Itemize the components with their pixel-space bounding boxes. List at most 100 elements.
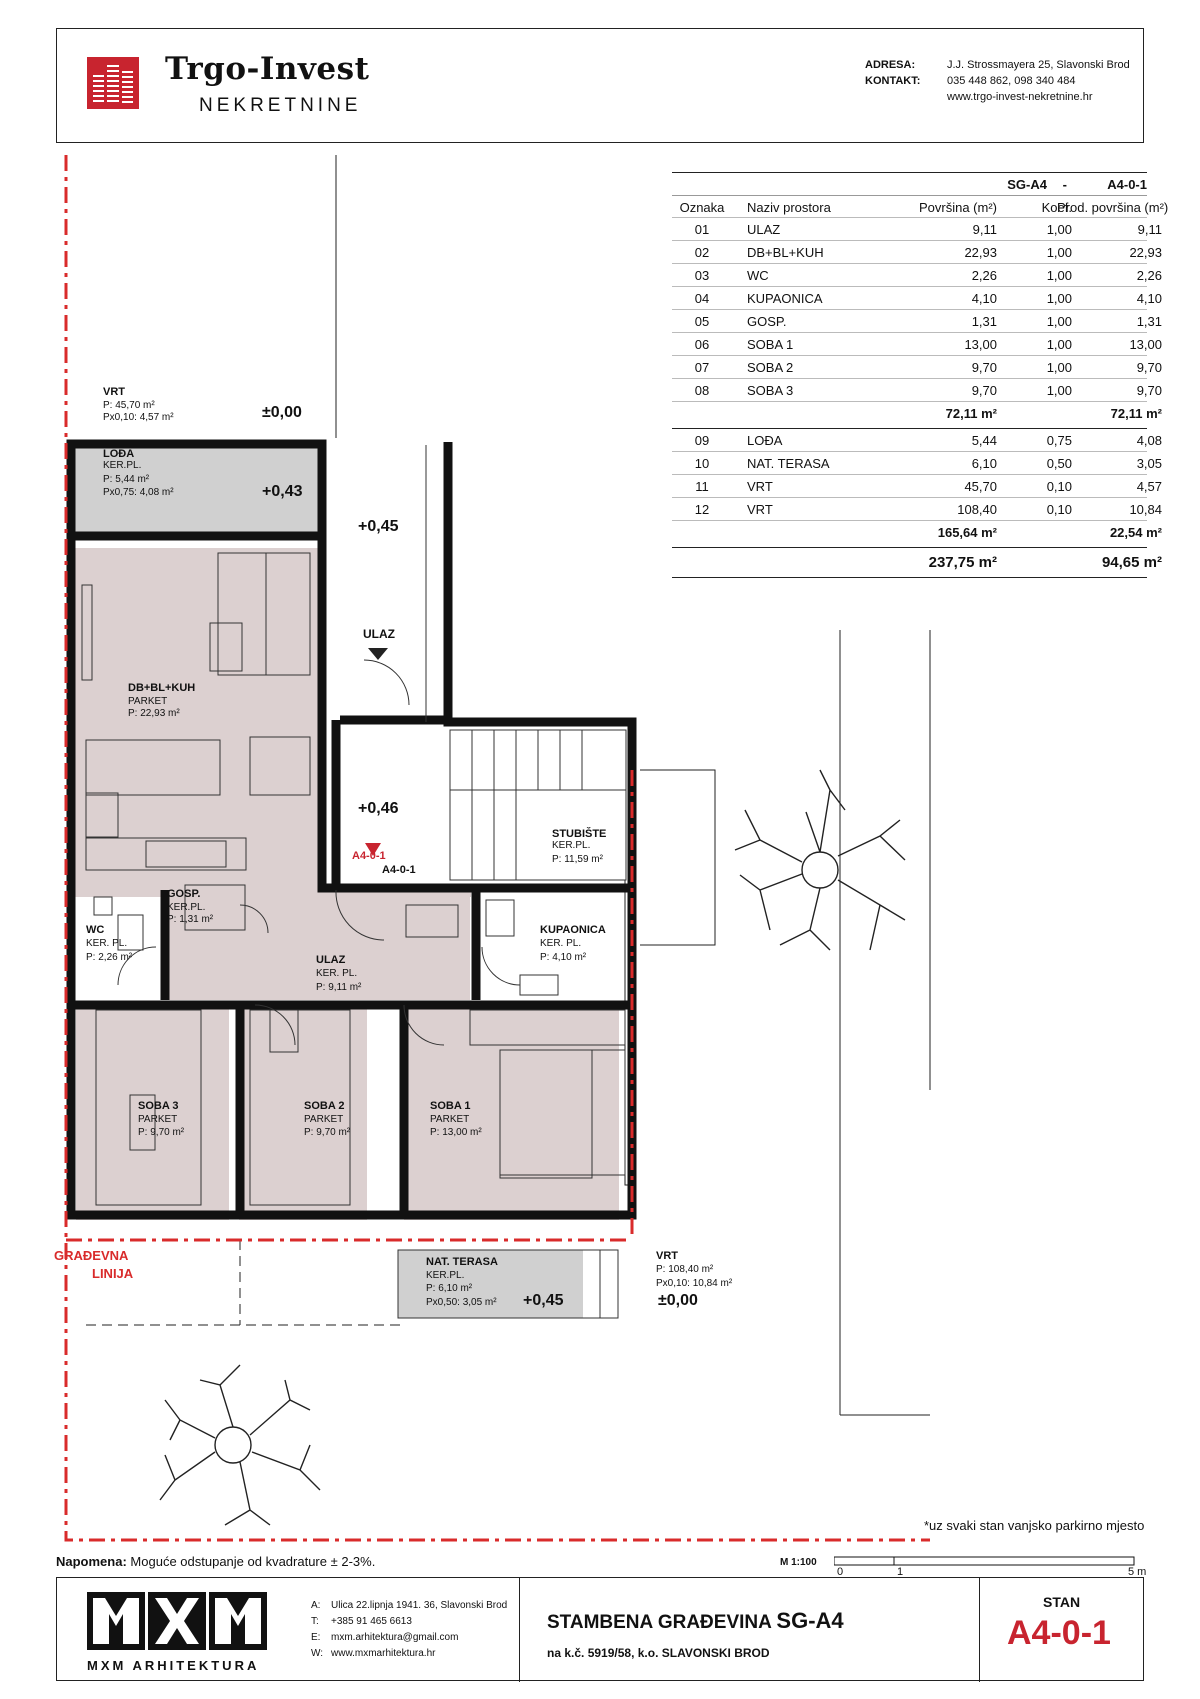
hall-label: ULAZ — [316, 954, 346, 966]
parcel-info: na k.č. 5919/58, k.o. SLAVONSKI BROD — [547, 1646, 770, 1660]
stan-label: STAN — [1043, 1594, 1081, 1610]
hall-floor: KER. PL. — [316, 968, 358, 979]
stairs-label: STUBIŠTE — [552, 828, 607, 840]
cell-name: SOBA 2 — [747, 360, 794, 375]
hall-area: P: 9,11 m² — [316, 982, 362, 993]
total-row: 237,75 m² 94,65 m² — [672, 548, 1162, 578]
vrt-right-level: ±0,00 — [658, 1292, 698, 1309]
cell-code: 10 — [694, 456, 710, 471]
soba3-label: SOBA 3 — [138, 1100, 179, 1112]
vrt-top-level: ±0,00 — [262, 404, 302, 421]
area-table: SG-A4 - A4-0-1 Oznaka Naziv prostora Pov… — [672, 172, 1168, 578]
tel-prefix: T: — [311, 1616, 319, 1627]
brand-subtitle: NEKRETNINE — [199, 95, 362, 116]
soba1-area: P: 13,00 m² — [430, 1127, 482, 1138]
soba2-floor: PARKET — [304, 1114, 344, 1125]
loda-floor: KER.PL. — [103, 460, 142, 471]
email-prefix: E: — [311, 1632, 321, 1643]
col-header-coef: Koef. — [1041, 200, 1072, 215]
tree-icon — [734, 769, 906, 951]
table-title: SG-A4 - A4-0-1 — [672, 172, 1147, 195]
cell-coef: 1,00 — [1046, 314, 1072, 329]
total-area: 237,75 m² — [928, 554, 997, 571]
cell-code: 03 — [694, 268, 710, 283]
cell-area: 9,70 — [971, 360, 997, 375]
gosp-label: GOSP. — [167, 888, 201, 900]
bath-area: P: 4,10 m² — [540, 952, 587, 963]
cell-name: LOĐA — [747, 433, 783, 448]
cell-area: 108,40 — [957, 502, 997, 517]
soba3-floor: PARKET — [138, 1114, 178, 1125]
cell-code: 11 — [695, 479, 709, 494]
cell-area: 2,26 — [971, 268, 997, 283]
living-area: P: 22,93 m² — [128, 708, 180, 719]
bath-label: KUPAONICA — [540, 924, 606, 936]
gosp-floor: KER.PL. — [167, 902, 206, 913]
cell-weighted: 9,70 — [1136, 360, 1162, 375]
vrt-top-area: P: 45,70 m² — [103, 400, 155, 411]
cell-coef: 1,00 — [1046, 245, 1072, 260]
building-line-label-2: LINIJA — [92, 1266, 134, 1281]
building-code: SG-A4 — [776, 1608, 844, 1633]
cell-coef: 1,00 — [1046, 222, 1072, 237]
cell-weighted: 4,57 — [1136, 479, 1162, 494]
cell-name: NAT. TERASA — [747, 456, 830, 471]
col-header-name: Naziv prostora — [747, 200, 831, 215]
scale-tick-0: 0 — [837, 1566, 844, 1578]
cell-weighted: 2,26 — [1136, 268, 1162, 283]
loda-label: LOĐA — [103, 448, 135, 460]
footer-divider — [519, 1578, 520, 1682]
bath-floor: KER. PL. — [540, 938, 582, 949]
scale-tick-5: 5 m — [1128, 1566, 1147, 1578]
building-title: STAMBENA GRAĐEVINA SG-A4 — [547, 1608, 844, 1634]
cell-coef: 0,50 — [1046, 456, 1072, 471]
gosp-area: P: 1,31 m² — [167, 914, 214, 925]
cell-name: DB+BL+KUH — [747, 245, 824, 260]
table-header-row: Oznaka Naziv prostora Površina (m²) Koef… — [672, 195, 1168, 218]
cell-code: 09 — [694, 433, 710, 448]
contact-phones: 035 448 862, 098 340 484 — [947, 75, 1076, 87]
cell-code: 01 — [694, 222, 710, 237]
terrace-label: NAT. TERASA — [426, 1256, 498, 1268]
cell-weighted: 9,70 — [1136, 383, 1162, 398]
table-title-separator: - — [1062, 177, 1067, 192]
cell-code: 06 — [694, 337, 710, 352]
terrace-weighted: Px0,50: 3,05 m² — [426, 1297, 497, 1308]
soba2-area: P: 9,70 m² — [304, 1127, 351, 1138]
cell-code: 08 — [694, 383, 710, 398]
cell-area: 9,11 — [972, 222, 997, 237]
total-weighted: 94,65 m² — [1101, 554, 1162, 571]
loda-area: P: 5,44 m² — [103, 474, 150, 485]
building-logo-icon — [87, 57, 139, 109]
architect-name: MXM ARHITEKTURA — [87, 1658, 260, 1673]
cell-name: KUPAONICA — [747, 291, 823, 306]
plot-boundary-line — [64, 155, 930, 1542]
cell-coef: 1,00 — [1046, 383, 1072, 398]
cell-coef: 0,75 — [1046, 433, 1072, 448]
web-prefix: W: — [311, 1648, 324, 1659]
loda-level: +0,43 — [262, 483, 303, 500]
building-title-text: STAMBENA GRAĐEVINA — [547, 1612, 772, 1633]
vrt-top-label: VRT — [103, 386, 125, 398]
wc-label: WC — [86, 924, 105, 936]
cell-weighted: 1,31 — [1136, 314, 1162, 329]
cell-name: VRT — [747, 479, 773, 494]
cell-name: WC — [747, 268, 769, 283]
scale-tick-1: 1 — [897, 1566, 904, 1578]
floor-plan — [64, 155, 931, 1542]
disclaimer: Napomena: Moguće odstupanje od kvadratur… — [56, 1554, 375, 1569]
scale-label: M 1:100 — [780, 1557, 817, 1568]
header-box: Trgo-Invest NEKRETNINE ADRESA: KONTAKT: … — [56, 28, 1144, 143]
landing-level: +0,46 — [358, 800, 399, 817]
terrace-floor: KER.PL. — [426, 1270, 465, 1281]
stairs-floor: KER.PL. — [552, 840, 591, 851]
wc-floor: KER. PL. — [86, 938, 128, 949]
architect-address: Ulica 22.lipnja 1941. 36, Slavonski Brod — [331, 1600, 508, 1611]
soba1-floor: PARKET — [430, 1114, 470, 1125]
